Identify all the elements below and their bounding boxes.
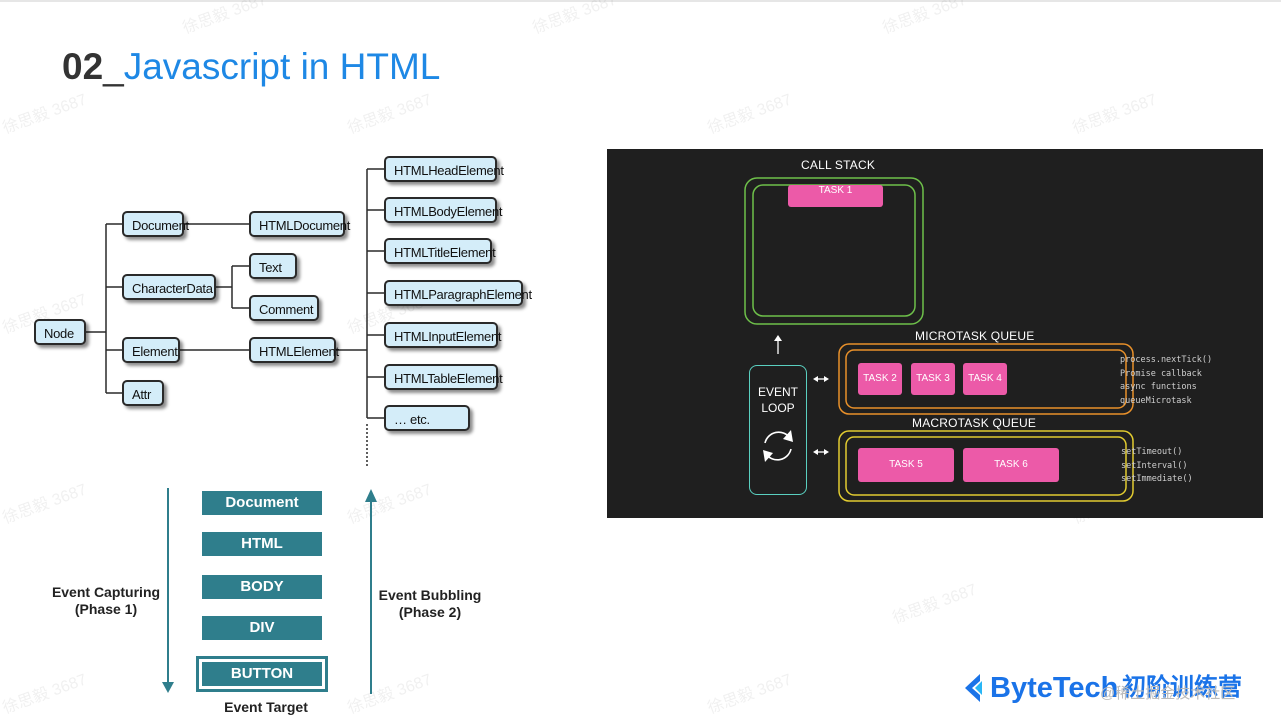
tree-node-characterdata: CharacterData [122, 274, 216, 300]
macrotask-queue-label: MACROTASK QUEUE [912, 416, 1037, 430]
event-capturing-title: Event Capturing [51, 584, 161, 600]
watermark-text: 徐思毅 3687 [705, 671, 795, 718]
microtask-task-3: TASK 3 [911, 363, 955, 395]
tree-node-text: Text [249, 253, 297, 279]
macrotask-task-6: TASK 6 [963, 448, 1059, 482]
watermark-text: 徐思毅 3687 [880, 0, 970, 38]
credit-text: @稀土掘金技术社区 [1100, 685, 1236, 702]
tree-node-element: Element [122, 337, 180, 363]
macrotask-source: setInterval() [1121, 460, 1188, 471]
event-node-button-label: BUTTON [202, 662, 322, 686]
tree-node-attr: Attr [122, 380, 164, 406]
microtask-source: async functions [1120, 382, 1197, 392]
tree-node-htmldocument: HTMLDocument [249, 211, 350, 237]
macrotask-task-5: TASK 5 [858, 448, 954, 482]
event-capturing-phase: (Phase 1) [74, 601, 138, 617]
event-node-document: Document [202, 491, 322, 515]
dom-tree-connectors [86, 168, 385, 468]
tree-node-htmltableelement: HTMLTableElement [384, 364, 503, 390]
event-node-body: BODY [202, 575, 322, 599]
tree-node-htmlinputelement: HTMLInputElement [384, 322, 502, 348]
tree-node-etc: … etc. [384, 405, 470, 431]
brand-cn: 初阶训练营 [1122, 674, 1242, 701]
event-loop-label-line1: EVENT [757, 385, 798, 399]
tree-node-comment: Comment [249, 295, 319, 321]
event-loop-label: EVENT LOOP [750, 384, 806, 416]
event-bubbling-title: Event Bubbling [378, 587, 482, 603]
microtask-task-4: TASK 4 [963, 363, 1007, 395]
tree-node-htmlbodyelement: HTMLBodyElement [384, 197, 503, 223]
call-stack-label: CALL STACK [801, 158, 876, 172]
macrotask-sources: setTimeout() setInterval() setImmediate() [1121, 446, 1193, 487]
brand-name: ByteTech [990, 672, 1119, 704]
macrotask-source: setImmediate() [1121, 474, 1193, 484]
title-separator: _ [103, 46, 124, 87]
title-text: Javascript in HTML [123, 46, 441, 87]
page-title: 02_Javascript in HTML [62, 44, 440, 90]
tree-node-node: Node [34, 319, 86, 345]
event-loop-label-line2: LOOP [761, 401, 795, 415]
event-loop-shapes [744, 177, 1134, 502]
microtask-source: process.nextTick() [1120, 355, 1213, 365]
top-divider [0, 0, 1281, 2]
tree-node-htmltitleelement: HTMLTitleElement [384, 238, 496, 264]
macrotask-source: setTimeout() [1121, 447, 1183, 457]
event-loop-panel: CALL STACK TASK 1 MICROTASK QUEUE TASK 2… [607, 149, 1263, 518]
event-flow-arrows [162, 488, 377, 694]
event-bubbling-phase: (Phase 2) [398, 604, 462, 620]
event-target-label: Event Target [224, 699, 308, 715]
microtask-sources: process.nextTick() Promise callback async … [1120, 354, 1212, 408]
watermark-text: 徐思毅 3687 [705, 91, 795, 138]
microtask-source: Promise callback [1120, 368, 1202, 379]
tree-node-htmlheadelement: HTMLHeadElement [384, 156, 504, 182]
tree-node-document: Document [122, 211, 189, 237]
bytetech-logo-icon [965, 674, 982, 702]
microtask-source: queueMicrotask [1120, 395, 1192, 406]
call-stack-task: TASK 1 [788, 185, 883, 207]
event-node-div: DIV [202, 616, 322, 640]
event-loop-box: EVENT LOOP [749, 365, 807, 495]
event-bubbling-label: Event Bubbling (Phase 2) [372, 587, 488, 621]
title-number: 02 [62, 46, 104, 87]
refresh-icon [763, 430, 793, 462]
tree-node-htmlelement: HTMLElement [249, 337, 339, 363]
watermark-text: 徐思毅 3687 [1070, 91, 1160, 138]
event-capturing-label: Event Capturing (Phase 1) [46, 584, 166, 618]
microtask-queue-label: MICROTASK QUEUE [915, 329, 1035, 343]
event-node-button: BUTTON [196, 656, 328, 692]
microtask-task-2: TASK 2 [858, 363, 902, 395]
tree-node-htmlparagraphelement: HTMLParagraphElement [384, 280, 532, 306]
watermark-text: 徐思毅 3687 [890, 581, 980, 628]
event-node-html: HTML [202, 532, 322, 556]
